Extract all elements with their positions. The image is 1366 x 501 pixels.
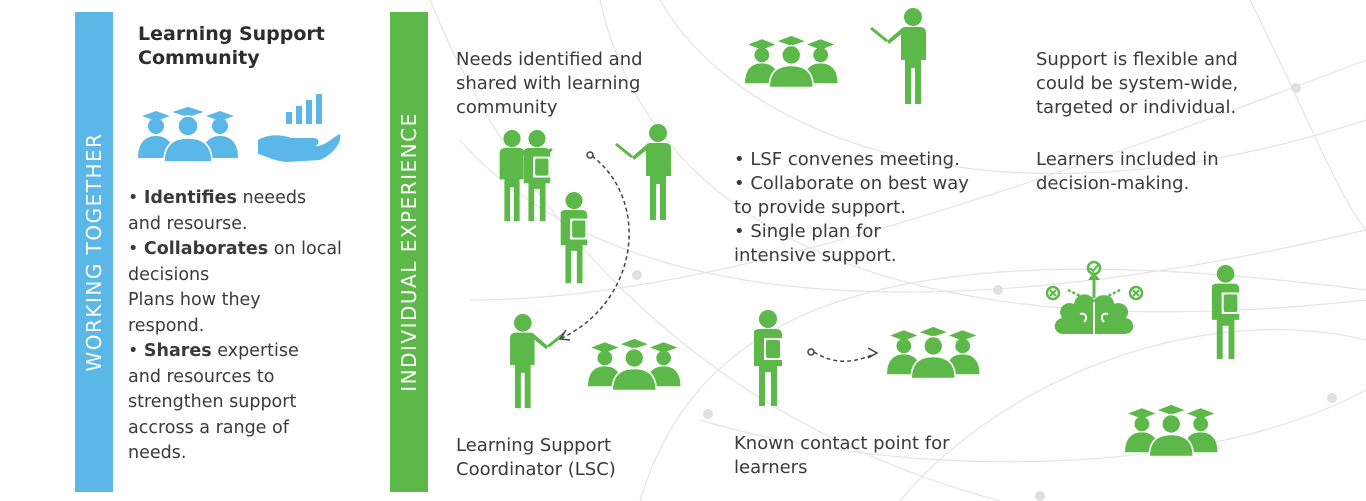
list-item: • Identifies neeeds — [128, 188, 307, 208]
hand-chart-icon — [258, 94, 341, 162]
person-holding-document-icon — [560, 192, 588, 284]
person-holding-document-icon — [523, 130, 551, 222]
teacher-pointing-icon — [869, 6, 928, 106]
contact-point-text: Known contact point for learners — [734, 433, 950, 478]
list-item: • Shares expertise — [128, 341, 299, 361]
graduates-group-icon — [744, 34, 839, 89]
coordinator-text: Learning Support Coordinator (LSC) — [456, 435, 616, 480]
needs-identified-text: Needs identified and shared with learnin… — [456, 49, 643, 118]
learners-included-text: Learners included in decision-making. — [1036, 149, 1219, 194]
graduates-group-icon — [587, 337, 682, 392]
working-together-bar: WORKING TOGETHER — [75, 12, 113, 492]
working-together-list: • Identifies neeeds and resourse. • Coll… — [128, 188, 342, 463]
person-holding-document-icon — [754, 310, 782, 406]
brain-decision-icon — [1045, 260, 1144, 334]
flexible-support-text: Support is flexible and could be system-… — [1036, 49, 1239, 118]
teacher-pointing-icon — [614, 122, 673, 222]
individual-experience-bar: INDIVIDUAL EXPERIENCE — [390, 12, 428, 492]
list-item: • Collaborates on local — [128, 239, 342, 259]
teacher-pointing-icon — [508, 312, 566, 410]
graduates-group-icon — [1124, 403, 1219, 458]
meeting-text: • LSF convenes meeting. • Collaborate on… — [734, 149, 969, 266]
person-holding-document-icon — [1211, 265, 1240, 360]
graduates-group-icon — [886, 325, 981, 380]
dashed-arrow-icon — [813, 351, 875, 362]
community-title: Learning Support Community — [138, 23, 325, 69]
graduates-group-icon — [138, 106, 238, 162]
